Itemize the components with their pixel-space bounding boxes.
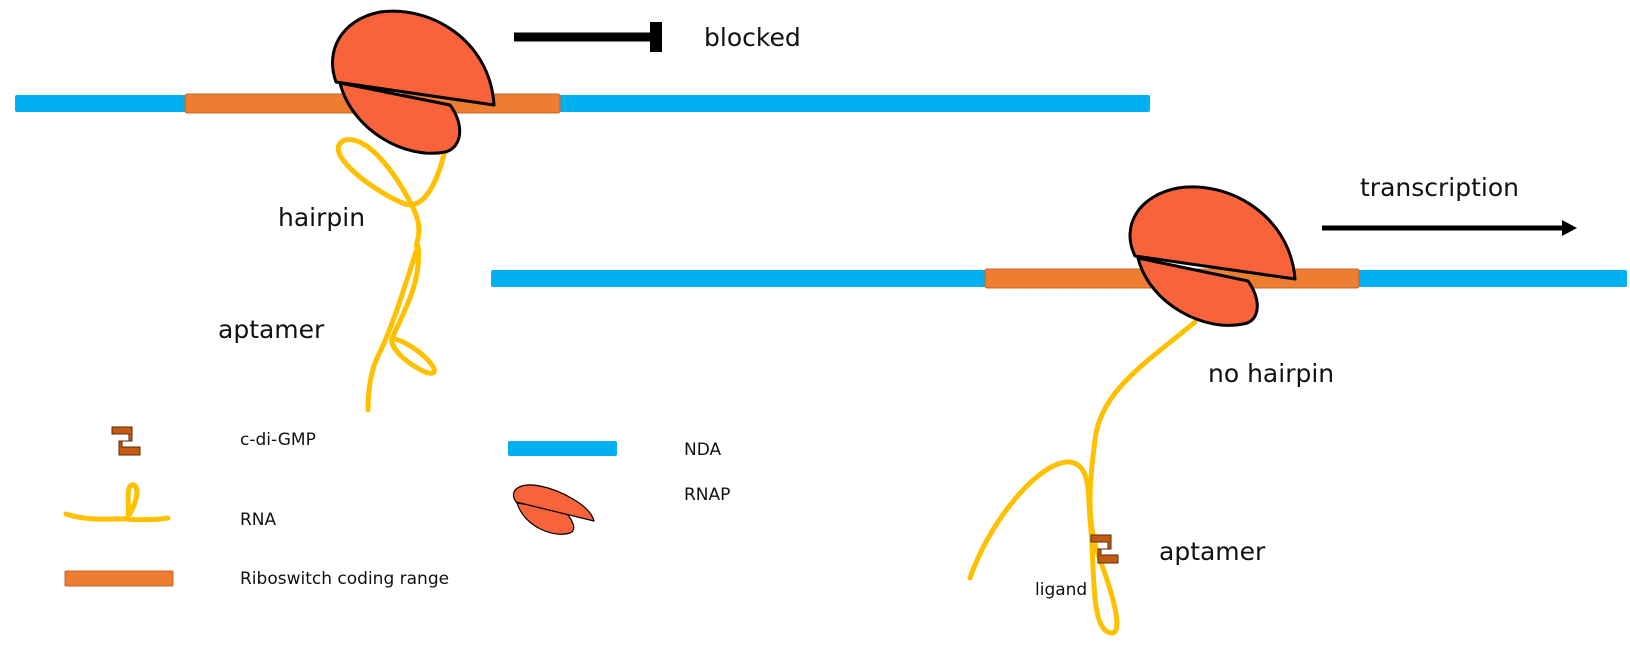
legend: c-di-GMP RNA Riboswitch coding range NDA… bbox=[63, 426, 730, 589]
bottom-panel: transcription no hairpin aptamer ligand bbox=[491, 173, 1627, 636]
bound-ligand-icon bbox=[1090, 534, 1119, 564]
bottom-rnap bbox=[1128, 185, 1297, 327]
legend-dna-icon bbox=[508, 441, 617, 456]
legend-rna-icon bbox=[63, 482, 171, 523]
top-panel: blocked hairpin aptamer bbox=[15, 9, 1150, 413]
no-hairpin-label: no hairpin bbox=[1208, 359, 1334, 388]
bottom-aptamer-label: aptamer bbox=[1159, 537, 1266, 566]
bottom-rnap-lower-lobe bbox=[1136, 256, 1259, 327]
transcription-label: transcription bbox=[1360, 173, 1519, 202]
legend-c-di-gmp-label: c-di-GMP bbox=[240, 430, 316, 450]
top-rna-hairpin-strand bbox=[335, 137, 448, 413]
bottom-rna-strand bbox=[967, 319, 1198, 636]
top-hairpin-label: hairpin bbox=[278, 203, 365, 232]
top-rnap-lower-lobe bbox=[338, 81, 462, 155]
legend-riboswitch-range-icon bbox=[64, 570, 174, 587]
legend-dna-label: NDA bbox=[684, 440, 722, 460]
top-rnap-upper-lobe bbox=[331, 9, 496, 107]
transcription-arrow bbox=[1322, 220, 1577, 236]
legend-rnap-icon bbox=[512, 484, 595, 535]
top-aptamer-label: aptamer bbox=[218, 315, 325, 344]
legend-c-di-gmp-icon bbox=[111, 426, 141, 456]
blocked-arrow bbox=[514, 22, 662, 52]
legend-riboswitch-range-label: Riboswitch coding range bbox=[240, 569, 449, 589]
legend-rnap-label: RNAP bbox=[684, 485, 730, 505]
top-rnap bbox=[331, 9, 496, 155]
ligand-label: ligand bbox=[1035, 580, 1087, 600]
bottom-rnap-upper-lobe bbox=[1128, 185, 1297, 281]
legend-rna-label: RNA bbox=[240, 510, 277, 530]
blocked-label: blocked bbox=[704, 23, 801, 52]
